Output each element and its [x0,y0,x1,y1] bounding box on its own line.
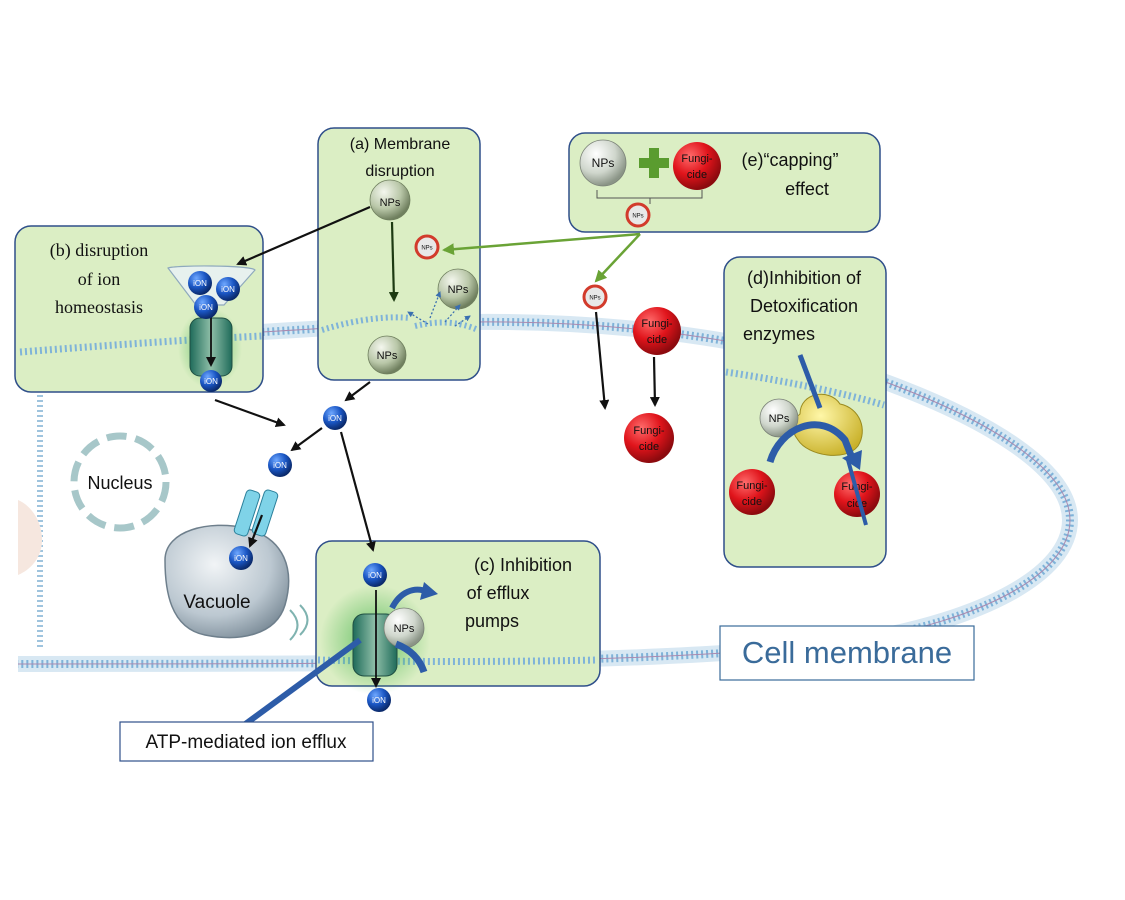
plus-icon [639,148,669,178]
fungicide-particle-2 [624,413,674,463]
ion-c1 [363,563,387,587]
efflux-block-arrowhead [420,582,438,600]
panel-d-title-line1: (d)Inhibition of [747,268,862,288]
ion-in-vacuole-label: iON [234,554,248,563]
nps-label-c: NPs [394,623,415,635]
cell-wall-fragment [18,500,42,575]
conversion-arrow-d [766,421,856,464]
nps-particle-a1 [369,179,411,221]
ion-b4-label: iON [204,377,218,386]
membrane-disruption-arrows [407,291,471,327]
panel-c-title-line3: pumps [465,611,519,631]
arrow-a-to-ion [344,381,371,402]
arrow-capping-down [594,233,641,283]
atp-label-box [119,721,374,762]
capping-bracket [596,190,703,204]
fungicide-d1-line2: cide [742,496,762,508]
panel-b-title-line2: of ion [78,269,121,289]
panel-e-title-line2: effect [785,179,829,199]
fungicide-2-line2: cide [639,441,659,453]
ion-c1-label: iON [368,571,382,580]
fungicide-1-line2: cide [647,334,667,346]
panel-d-title-line3: enzymes [743,324,815,344]
cell-membrane-label: Cell membrane [742,635,952,670]
panel-e-title-line1: (e)“capping” [741,150,838,170]
ion-near-vacuole [268,453,292,477]
nps-particle-e [579,139,627,187]
panel-a [317,127,481,381]
fungicide-particle-d1 [729,469,775,515]
ion-b1-label: iON [193,279,207,288]
arrow-b-to-ion [214,398,286,427]
arrow-capped-down [594,311,610,410]
vacuole-label: Vacuole [183,592,250,613]
panel-d-title-line2: Detoxification [750,296,858,316]
efflux-block-arrow-bottom [394,640,428,674]
arrow-ion-to-c [339,431,376,552]
vacuole [164,524,309,641]
atp-label: ATP-mediated ion efflux [145,732,347,753]
ion-b1 [188,271,212,295]
panel-b-title-line1: (b) disruption [50,240,149,261]
arrow-into-vacuole [248,514,264,548]
nps-label-e: NPs [592,156,615,170]
ion-c2-label: iON [372,696,386,705]
inhibition-pointer-d [797,354,823,409]
ion-near-vacuole-label: iON [273,461,287,470]
capped-nps-a-label: NPs [421,246,432,252]
nucleus [70,432,170,532]
fungicide-2-line1: Fungi- [633,425,665,437]
panel-a-membrane-right [414,319,480,333]
panel-a-membrane [321,314,411,333]
fungicide-e-line2: cide [687,169,707,181]
arrow-a-to-b [236,205,371,266]
panel-c-title-line1: (c) Inhibition [474,555,572,575]
capped-nps-free [582,284,608,310]
ion-b2-label: iON [221,285,235,294]
nps-label-a1: NPs [380,197,401,209]
arrow-ion-to-vacuole-ion [290,427,323,452]
fungicide-particle-1 [633,307,681,355]
nps-label-a2: NPs [448,284,469,296]
panel-c-title-line2: of efflux [467,583,530,603]
fungicide-1-line1: Fungi- [641,318,673,330]
cell-membrane-label-box [719,625,975,681]
fungicide-particle-e [673,142,721,190]
ion-b4 [200,370,222,392]
inhibition-slash-d [846,459,868,526]
arrow-a-down [388,221,399,302]
ion-b3 [194,295,218,319]
ion-center-label: iON [328,414,342,423]
arrow-fungicide-down [649,356,660,407]
panel-b-title-line3: homeostasis [55,297,143,317]
ion-c2 [367,688,391,712]
atp-pointer [242,637,362,728]
capped-nps-free-label: NPs [589,296,600,302]
nps-particle-a3 [367,335,407,375]
nps-label-d: NPs [769,413,790,425]
fungicide-e-line1: Fungi- [681,153,713,165]
conversion-arrowhead-d [842,450,862,470]
ion-in-vacuole [229,546,253,570]
ion-b3-label: iON [199,303,213,312]
arrow-capping-to-a [442,232,641,256]
nps-label-a3: NPs [377,350,398,362]
ion-b2 [216,277,240,301]
panel-a-title-line1: (a) Membrane [350,136,451,153]
capped-nps-e-label: NPs [632,214,643,220]
fungicide-d1-line1: Fungi- [736,480,768,492]
ion-center [323,406,347,430]
nucleus-label: Nucleus [87,473,152,493]
panel-b-membrane [19,332,263,356]
capped-nps-e [625,202,651,228]
panel-a-title-line2: disruption [365,163,434,180]
nps-particle-d [759,398,799,438]
capped-nps-a [414,234,440,260]
